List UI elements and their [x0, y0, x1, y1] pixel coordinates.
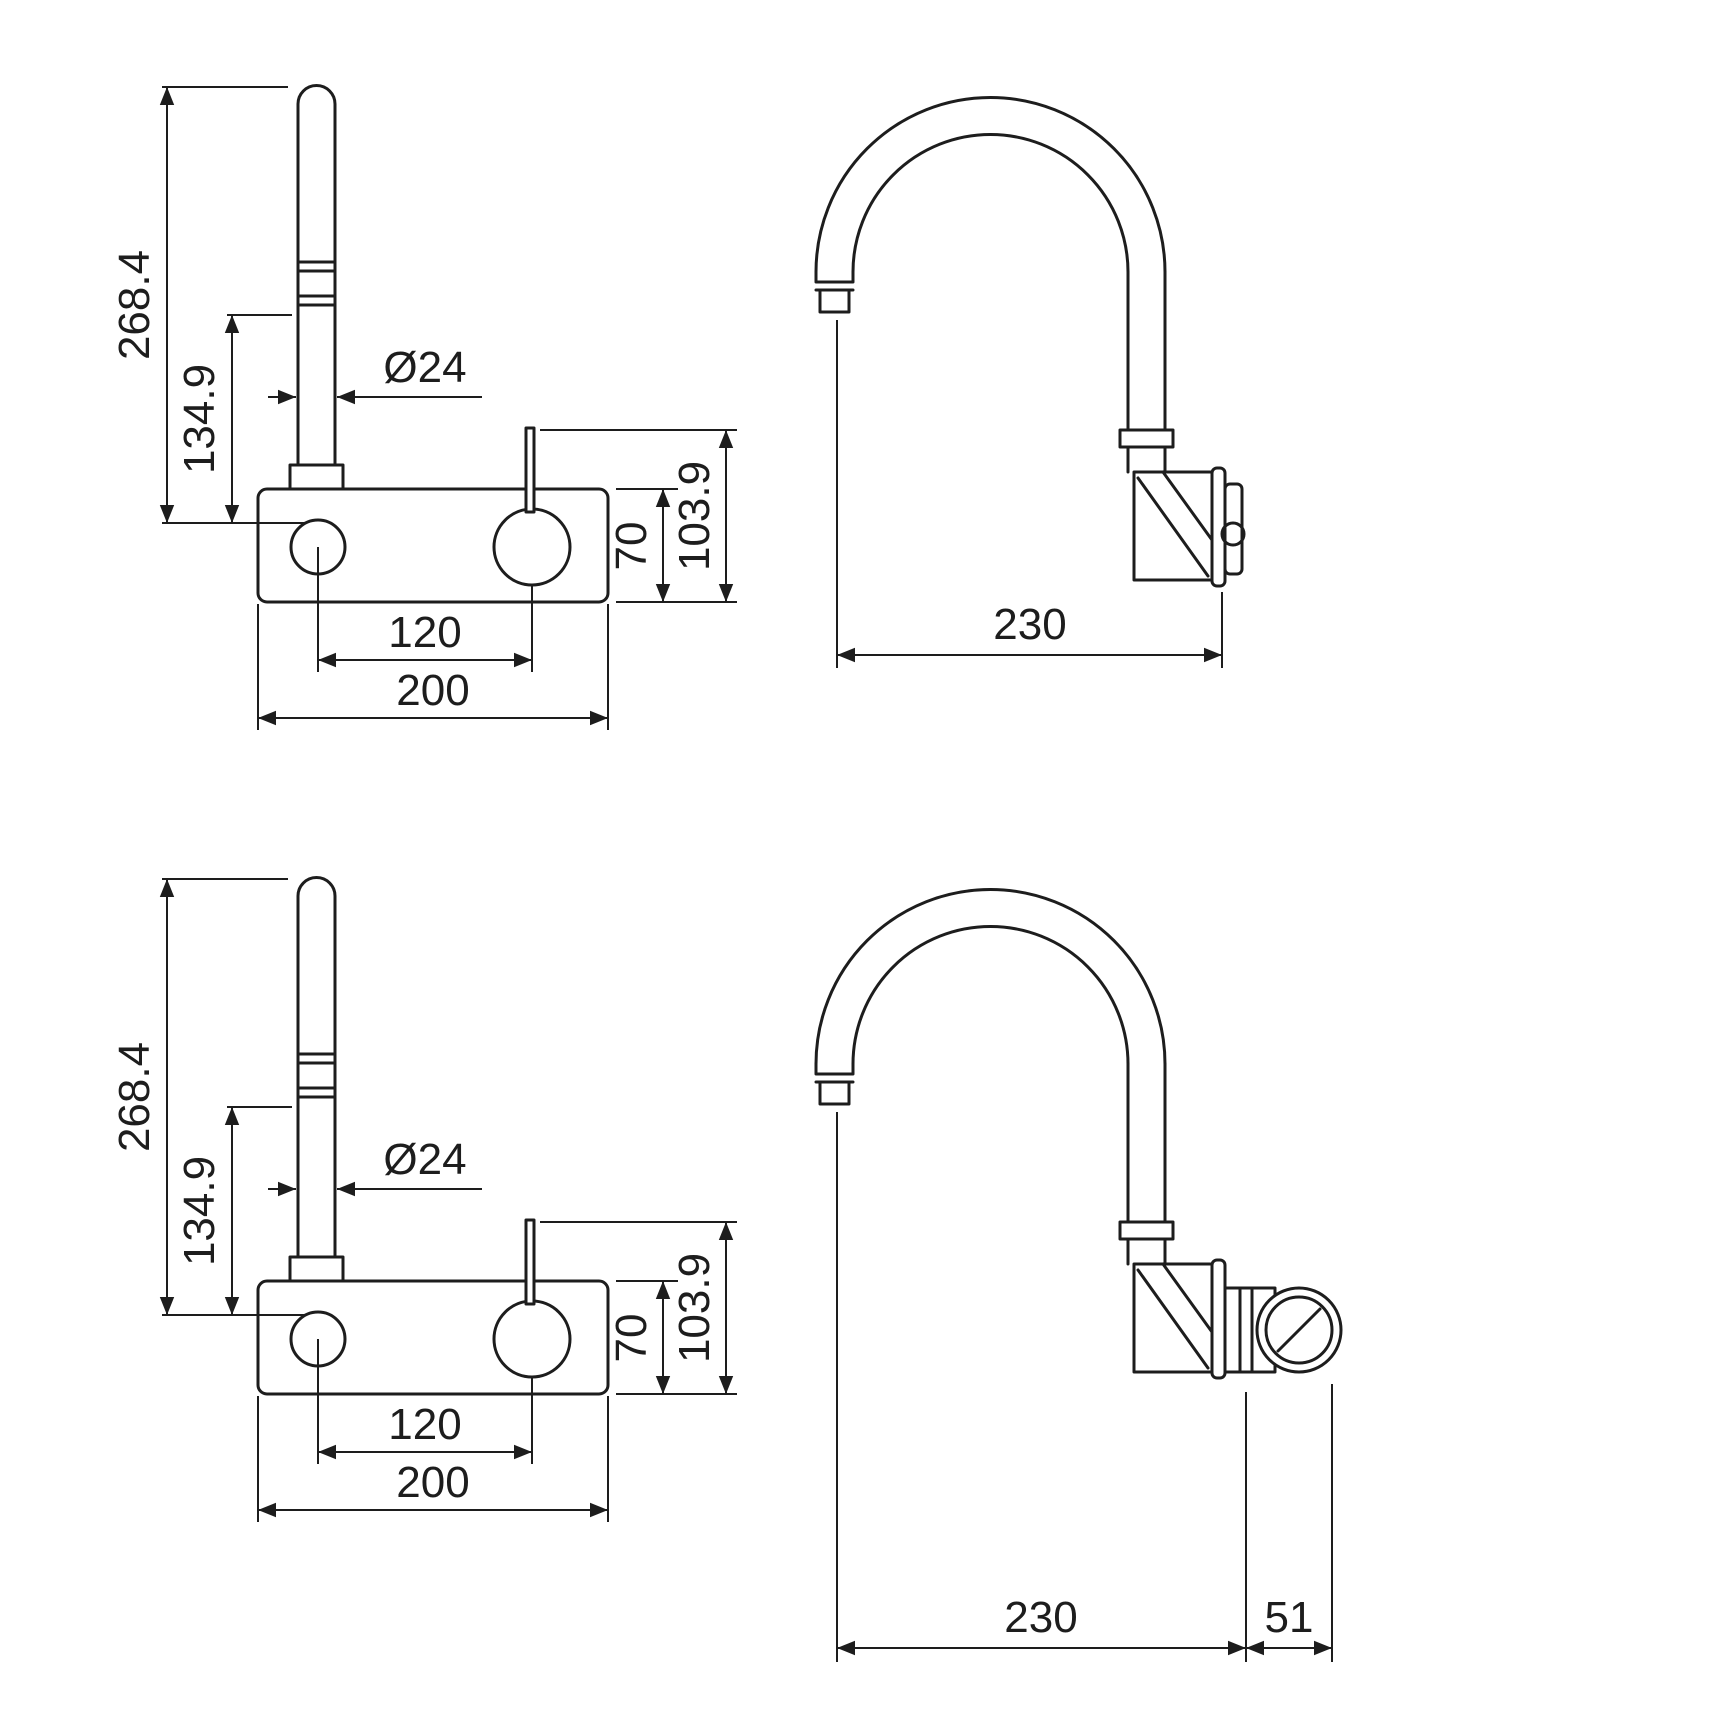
front-view-top: 268.4 134.9 Ø24 70 103.9 120 200	[110, 86, 737, 731]
dim-spout-reach-label: 230	[1004, 1593, 1077, 1642]
dim-total-height-label: 268.4	[110, 250, 159, 360]
side-view-top: 230	[814, 96, 1246, 668]
front-view-bottom: 268.4 134.9 Ø24 70 103.9 120 200	[110, 878, 737, 1523]
dim-handle-spacing-label: 120	[388, 1400, 461, 1449]
dim-total-height-label: 268.4	[110, 1042, 159, 1152]
dim-handle-spacing-label: 120	[388, 608, 461, 657]
dim-plate-width-label: 200	[396, 1458, 469, 1507]
dim-plate-width-label: 200	[396, 666, 469, 715]
dim-valve-depth-label: 51	[1265, 1593, 1314, 1642]
dim-upper-spout-height-label: 134.9	[175, 1156, 224, 1266]
dim-body-height-label: 103.9	[670, 1253, 719, 1363]
dim-plate-height-label: 70	[607, 522, 656, 571]
dim-plate-height-label: 70	[607, 1314, 656, 1363]
dim-body-height-label: 103.9	[670, 461, 719, 571]
dim-spout-reach-label: 230	[993, 600, 1066, 649]
side-view-bottom: 230 51	[814, 888, 1343, 1662]
flange-screw	[1220, 521, 1246, 547]
dim-spout-diameter-label: Ø24	[383, 343, 466, 392]
wall-flange	[1223, 482, 1244, 576]
dim-upper-spout-height-label: 134.9	[175, 364, 224, 474]
dim-spout-diameter-label: Ø24	[383, 1135, 466, 1184]
